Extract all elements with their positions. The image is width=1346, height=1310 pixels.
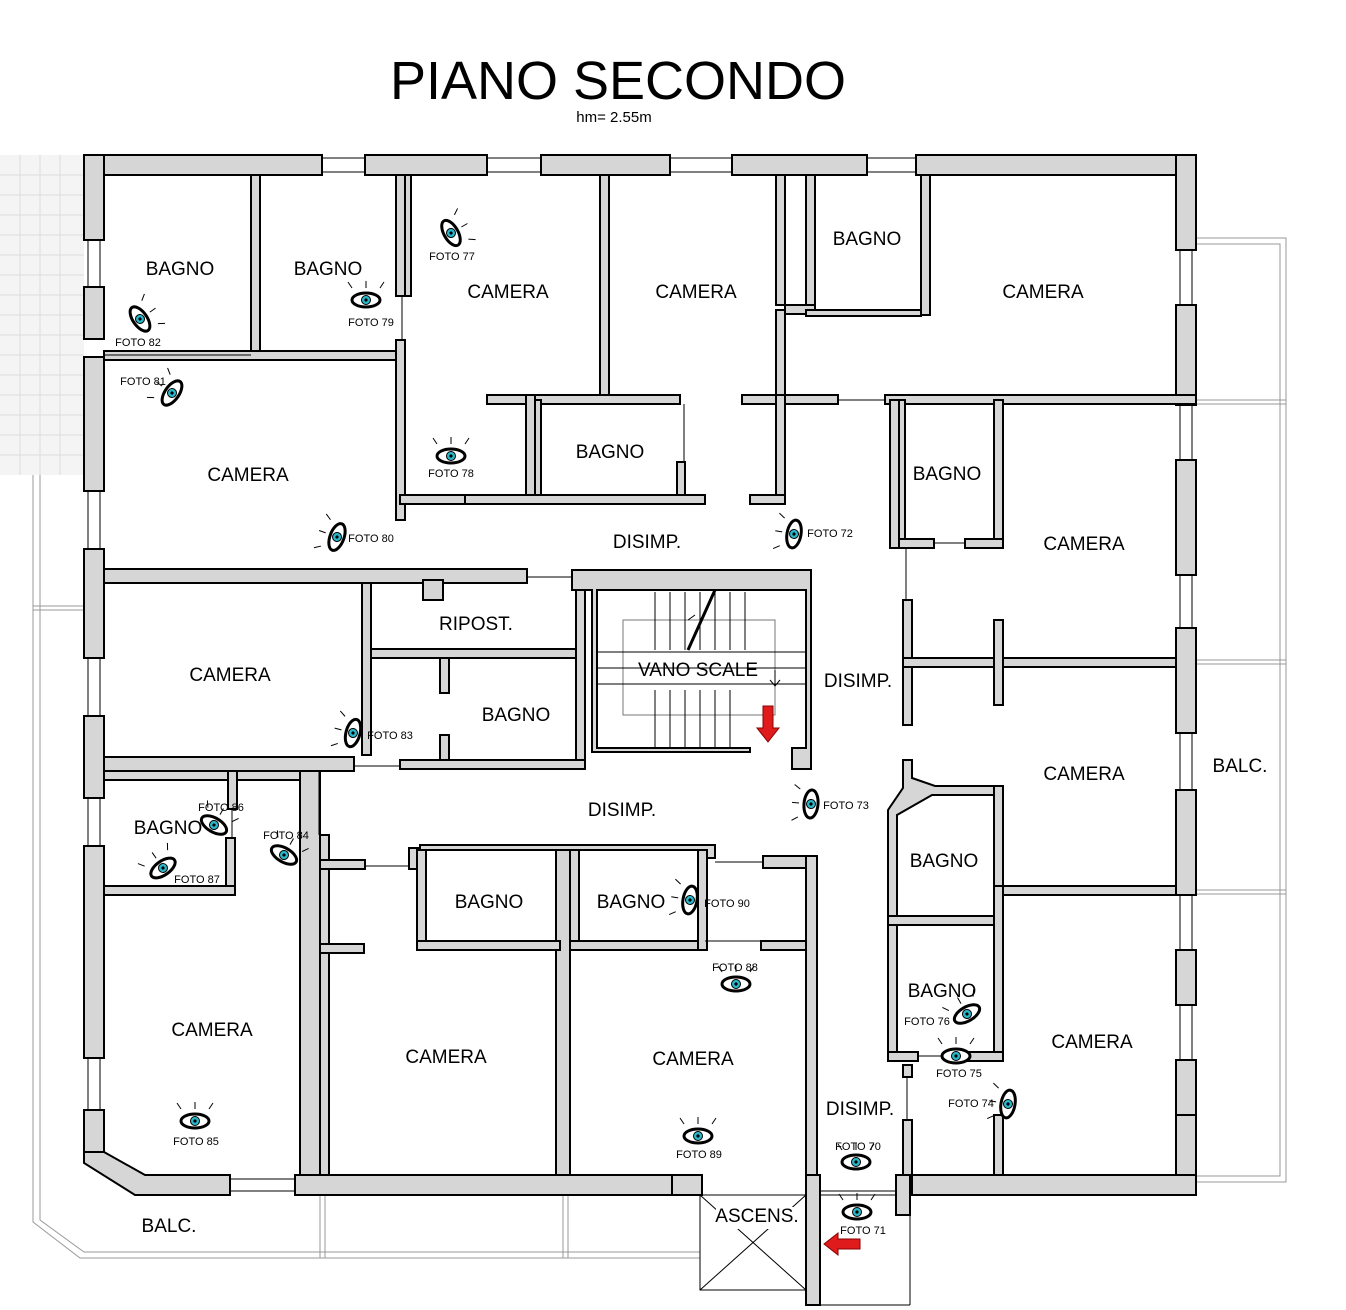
room-label: BALC. xyxy=(1213,756,1268,777)
camera-eye-icon xyxy=(146,367,184,407)
left-terrace xyxy=(0,155,84,475)
outer-walls xyxy=(83,154,1197,1196)
room-label: DISIMP. xyxy=(826,1099,894,1120)
room-label: BAGNO xyxy=(455,892,524,913)
room-label: DISIMP. xyxy=(613,532,681,553)
room-label: CAMERA xyxy=(171,1020,253,1041)
photo-label: FOTO 81 xyxy=(120,376,166,388)
photo-label: FOTO 79 xyxy=(348,317,394,329)
room-label: BAGNO xyxy=(910,851,979,872)
photo-label: FOTO 74 xyxy=(948,1098,994,1110)
camera-eye-icon xyxy=(347,281,385,309)
photo-markers: FOTO 77 FOTO 79 FOTO 82 FOTO 81 FOTO 78 FOTO … xyxy=(115,208,1017,1237)
photo-label: FOTO 89 xyxy=(676,1149,722,1161)
camera-eye-icon xyxy=(986,1082,1017,1120)
room-label: CAMERA xyxy=(467,282,549,303)
room-label: CAMERA xyxy=(1051,1032,1133,1053)
interior-walls xyxy=(103,174,1197,1306)
camera-eye-icon xyxy=(176,1102,214,1130)
camera-eye-icon xyxy=(937,1037,975,1065)
room-label: BAGNO xyxy=(576,442,645,463)
photo-label: FOTO 80 xyxy=(348,533,394,545)
photo-label: FOTO 87 xyxy=(174,874,220,886)
room-label: CAMERA xyxy=(189,665,271,686)
photo-label: FOTO 86 xyxy=(198,802,244,814)
camera-eye-icon xyxy=(791,784,820,821)
room-label: RIPOST. xyxy=(439,614,513,635)
room-label: BAGNO xyxy=(482,705,551,726)
room-label: DISIMP. xyxy=(824,671,892,692)
camera-eye-icon xyxy=(679,1117,717,1145)
camera-eye-icon xyxy=(942,989,982,1025)
room-label: BAGNO xyxy=(294,259,363,280)
camera-eye-icon xyxy=(199,800,239,836)
photo-label: FOTO 72 xyxy=(807,528,853,540)
photo-label: FOTO 75 xyxy=(936,1068,982,1080)
room-labels: BAGNO BAGNO CAMERA CAMERA BAGNO CAMERA CAMERA B… xyxy=(134,229,1268,1237)
photo-label: FOTO 76 xyxy=(904,1016,950,1028)
room-label: CAMERA xyxy=(1043,764,1125,785)
room-label: BALC. xyxy=(142,1216,197,1237)
room-label: CAMERA xyxy=(1043,534,1125,555)
room-label: VANO SCALE xyxy=(638,660,758,681)
room-label: CAMERA xyxy=(652,1049,734,1070)
photo-label: FOTO 73 xyxy=(823,800,869,812)
camera-eye-icon xyxy=(137,842,177,880)
room-label: DISIMP. xyxy=(588,800,656,821)
photo-label: FOTO 77 xyxy=(429,251,475,263)
photo-label: FOTO 85 xyxy=(173,1136,219,1148)
room-label: BAGNO xyxy=(913,464,982,485)
camera-eye-icon xyxy=(440,208,476,248)
balconies xyxy=(32,237,1287,1259)
room-label: BAGNO xyxy=(908,981,977,1002)
photo-label: FOTO 83 xyxy=(367,730,413,742)
photo-label: FOTO 88 xyxy=(712,962,758,974)
door-lines xyxy=(104,296,965,1306)
photo-label: FOTO 84 xyxy=(263,830,309,842)
window-lines xyxy=(87,157,1193,1192)
camera-eye-icon xyxy=(330,710,363,749)
photo-label: FOTO 90 xyxy=(704,898,750,910)
room-label: BAGNO xyxy=(134,818,203,839)
room-label: CAMERA xyxy=(655,282,737,303)
room-label: CAMERA xyxy=(1002,282,1084,303)
room-label: BAGNO xyxy=(146,259,215,280)
red-arrow-down-icon xyxy=(755,705,781,743)
photo-label: FOTO 70 xyxy=(835,1141,881,1153)
room-label: BAGNO xyxy=(833,229,902,250)
camera-eye-icon xyxy=(668,878,699,916)
camera-eye-icon xyxy=(772,512,803,550)
red-arrow-left-icon xyxy=(823,1231,861,1257)
photo-label: FOTO 82 xyxy=(115,337,161,349)
camera-eye-icon xyxy=(128,293,166,333)
plan-subtitle: hm= 2.55m xyxy=(576,109,651,126)
camera-eye-icon xyxy=(717,965,755,993)
camera-eye-icon xyxy=(313,513,347,552)
camera-eye-icon xyxy=(837,1143,875,1171)
elevator-shaft xyxy=(699,1194,807,1291)
camera-eye-icon xyxy=(269,830,309,866)
photo-label: FOTO 78 xyxy=(428,468,474,480)
camera-eye-icon xyxy=(432,437,470,465)
room-label: ASCENS. xyxy=(715,1206,798,1227)
photo-label: FOTO 71 xyxy=(840,1225,886,1237)
room-label: CAMERA xyxy=(405,1047,487,1068)
camera-eye-icon xyxy=(838,1193,876,1221)
room-label: CAMERA xyxy=(207,465,289,486)
room-label: BAGNO xyxy=(597,892,666,913)
stair-treads xyxy=(596,589,806,748)
plan-title: PIANO SECONDO xyxy=(390,51,846,111)
